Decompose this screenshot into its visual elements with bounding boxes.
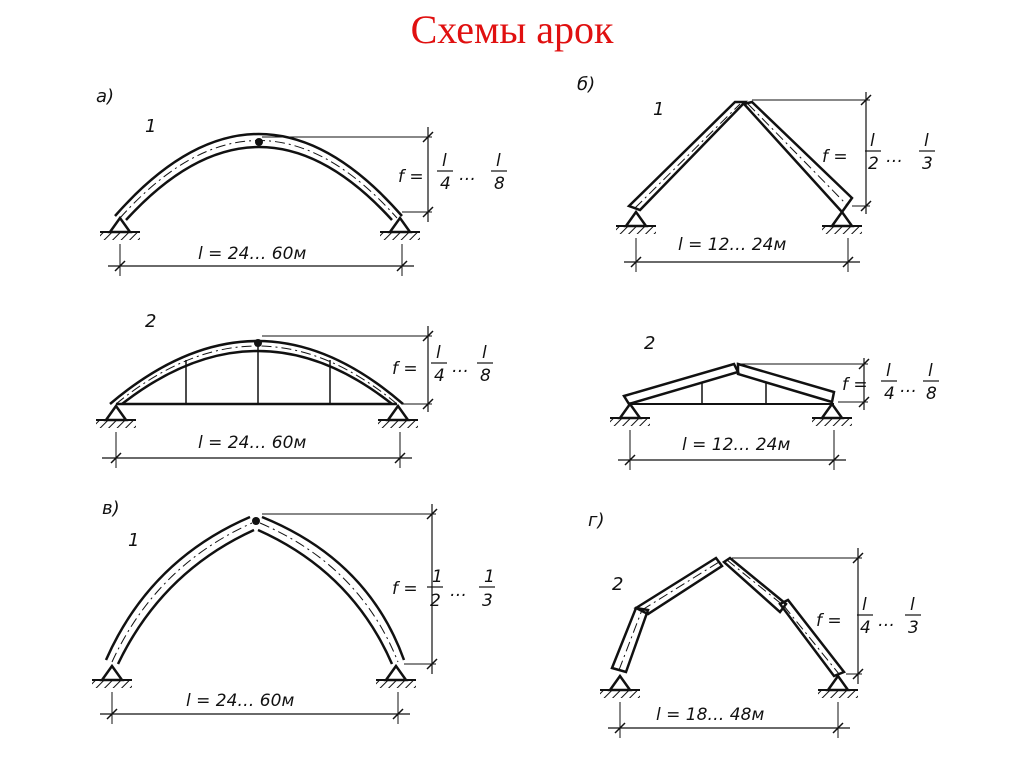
rise-denominator-1: 2 — [868, 154, 879, 174]
rise-numerator-2: l — [482, 343, 487, 363]
rise-ellipsis: … — [878, 611, 895, 631]
member-number: 2 — [644, 333, 655, 354]
arch-b2 — [622, 362, 836, 406]
rise-numerator-2: l — [910, 595, 915, 615]
arch-b1 — [626, 100, 854, 214]
rise-label: f = — [816, 611, 842, 631]
rise-ellipsis: … — [459, 165, 476, 185]
support-right-a1 — [378, 216, 422, 242]
rise-denominator-2: 8 — [494, 174, 505, 194]
rise-label: f = — [822, 147, 848, 167]
arch-g2 — [610, 556, 847, 678]
rise-denominator-1: 4 — [434, 366, 445, 386]
rise-ellipsis: … — [886, 147, 903, 167]
rise-label: f = — [842, 375, 868, 395]
rise-label: f = — [398, 167, 424, 187]
rise-ellipsis: … — [900, 377, 917, 397]
rise-numerator-2: l — [496, 151, 501, 171]
support-left-a2 — [94, 404, 138, 430]
rise-denominator-2: 8 — [480, 366, 491, 386]
support-right-a2 — [376, 404, 420, 430]
member-number: 2 — [145, 311, 156, 332]
member-number: 1 — [128, 530, 139, 551]
rise-denominator-1: 4 — [440, 174, 451, 194]
member-number: 1 — [653, 99, 664, 120]
support-left-a1 — [98, 216, 142, 242]
span-dimension: l = 18… 48м — [656, 705, 764, 725]
rise-ellipsis: … — [450, 581, 467, 601]
arch-a1 — [114, 132, 403, 221]
span-dimension: l = 24… 60м — [198, 244, 306, 264]
rise-numerator-2: l — [928, 361, 933, 381]
support-left-g2 — [598, 674, 642, 700]
support-right-g2 — [816, 674, 860, 700]
slide-title: Схемы арок — [410, 7, 614, 52]
rise-numerator-1: 1 — [432, 567, 443, 587]
span-dimension: l = 24… 60м — [186, 691, 294, 711]
panel-label-g: г) — [588, 510, 604, 531]
rise-numerator-1: l — [436, 343, 441, 363]
support-right-b2 — [810, 402, 854, 428]
rise-denominator-2: 3 — [908, 618, 919, 638]
panel-label-v: в) — [102, 498, 120, 519]
support-left-v1 — [90, 664, 134, 690]
rise-label: f = — [392, 579, 418, 599]
rise-ellipsis: … — [452, 357, 469, 377]
member-number: 2 — [612, 574, 623, 595]
member-number: 1 — [145, 116, 156, 137]
support-right-b1 — [820, 210, 864, 236]
support-right-v1 — [374, 664, 418, 690]
span-dimension: l = 24… 60м — [198, 433, 306, 453]
support-left-b1 — [614, 210, 658, 236]
rise-numerator-1: l — [442, 151, 447, 171]
rise-numerator-1: l — [870, 131, 875, 151]
rise-label: f = — [392, 359, 418, 379]
rise-denominator-2: 8 — [926, 384, 937, 404]
rise-numerator-2: l — [924, 131, 929, 151]
panel-label-b: б) — [577, 74, 595, 95]
rise-numerator-1: l — [862, 595, 867, 615]
rise-denominator-1: 2 — [430, 591, 441, 611]
span-dimension: l = 12… 24м — [678, 235, 786, 255]
span-dimension: l = 12… 24м — [682, 435, 790, 455]
rise-denominator-2: 3 — [482, 591, 493, 611]
rise-numerator-2: 1 — [484, 567, 495, 587]
arch-v1 — [104, 515, 406, 665]
rise-denominator-2: 3 — [922, 154, 933, 174]
support-left-b2 — [608, 402, 652, 428]
arch-a2 — [109, 339, 404, 406]
rise-denominator-1: 4 — [860, 618, 871, 638]
rise-denominator-1: 4 — [884, 384, 895, 404]
rise-numerator-1: l — [886, 361, 891, 381]
panel-label-a: а) — [96, 86, 114, 107]
